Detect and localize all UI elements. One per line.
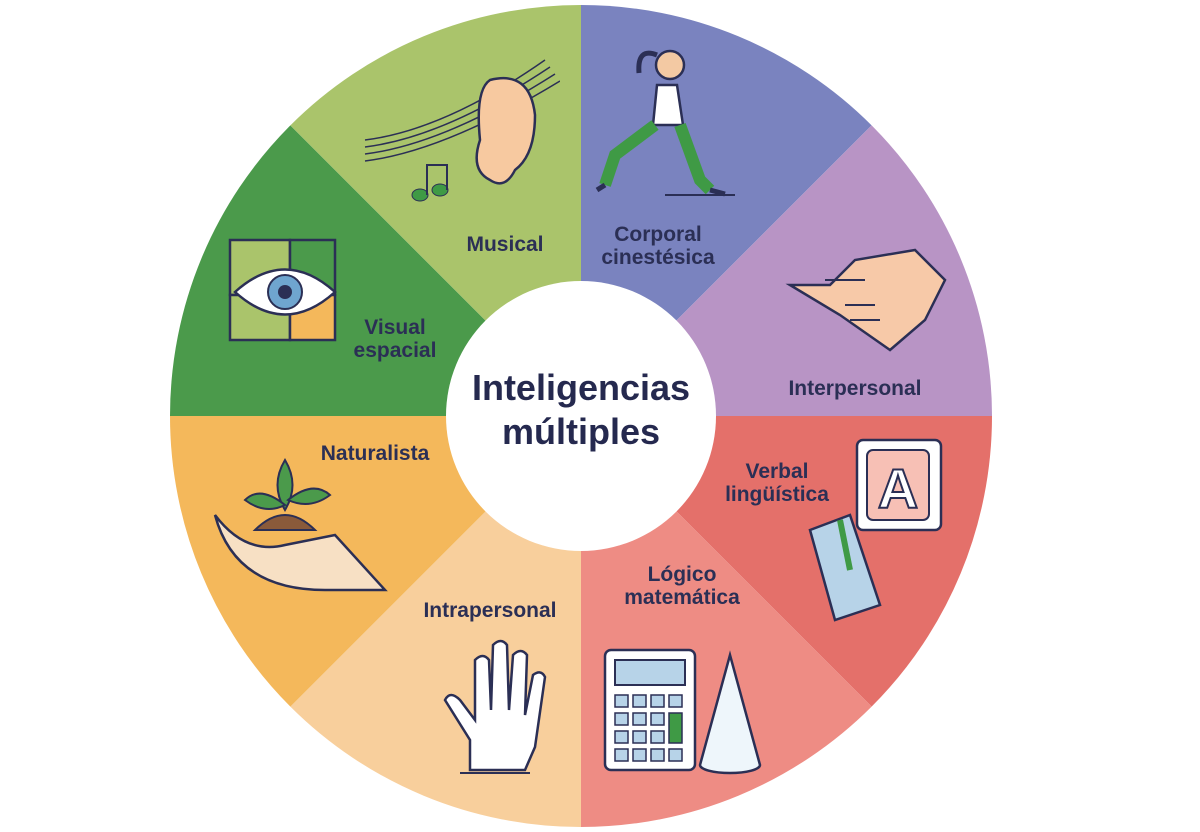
calculator-cone-icon xyxy=(603,648,762,775)
svg-text:A: A xyxy=(878,457,918,520)
label-line: matemática xyxy=(624,586,740,609)
label-corporal: Corporal cinestésica xyxy=(598,223,718,269)
center-title-line2: múltiples xyxy=(501,411,661,452)
label-naturalista: Naturalista xyxy=(305,442,445,465)
label-line: Corporal xyxy=(614,223,702,246)
label-line: Verbal xyxy=(745,460,809,483)
label-line: Visual xyxy=(364,316,426,339)
label-musical: Musical xyxy=(450,233,560,256)
label-line: cinestésica xyxy=(601,246,715,269)
eye-puzzle-icon xyxy=(228,238,337,342)
music-ear-icon xyxy=(364,59,560,202)
label-verbal: Verbal lingüística xyxy=(722,460,832,506)
center-circle xyxy=(446,281,716,551)
plant-hand-icon xyxy=(213,458,388,592)
label-line: Musical xyxy=(466,233,544,256)
label-line: Interpersonal xyxy=(788,377,922,400)
label-line: Intrapersonal xyxy=(423,599,557,622)
label-intrapersonal: Intrapersonal xyxy=(405,599,575,622)
center-title: Inteligencias múltiples xyxy=(446,366,716,454)
label-line: Naturalista xyxy=(320,442,430,465)
runner-icon xyxy=(595,49,735,197)
label-interpersonal: Interpersonal xyxy=(770,377,940,400)
center-title-line1: Inteligencias xyxy=(471,367,691,408)
label-visual: Visual espacial xyxy=(340,316,450,362)
book-letter-icon: A xyxy=(808,438,943,622)
label-line: Lógico xyxy=(647,563,717,586)
handshake-icon xyxy=(785,248,947,352)
hand-icon xyxy=(443,639,547,774)
label-line: espacial xyxy=(353,339,437,362)
label-logico: Lógico matemática xyxy=(612,563,752,609)
label-line: lingüística xyxy=(725,483,829,506)
